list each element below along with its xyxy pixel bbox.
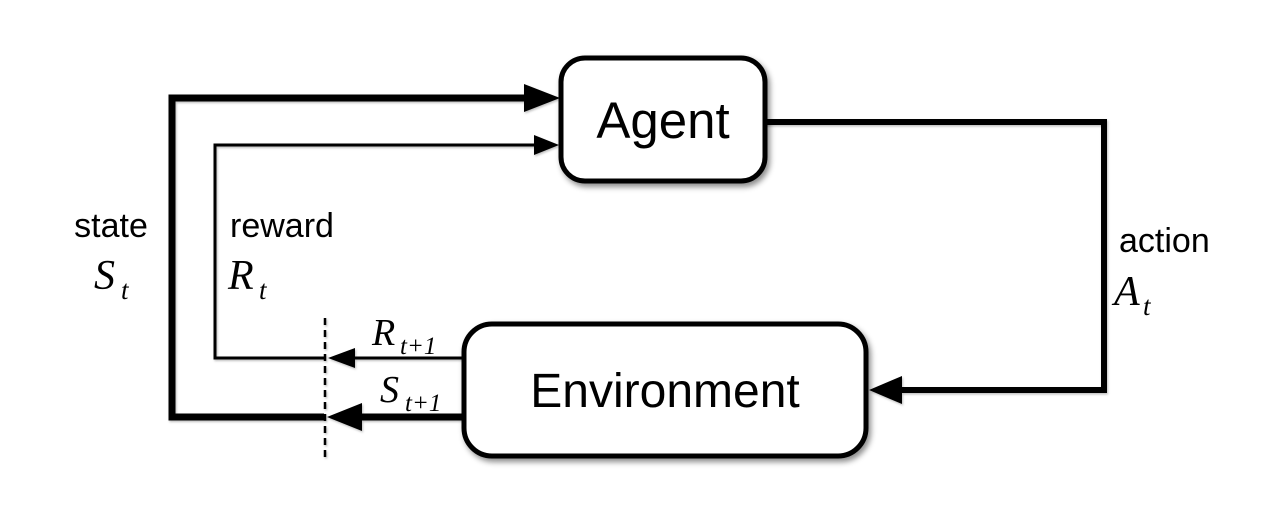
state-word-label: state — [74, 207, 148, 245]
reward-to-agent-arrowhead — [534, 135, 559, 155]
environment-box-label: Environment — [530, 365, 799, 418]
action-symbol-subscript: t — [1143, 291, 1152, 321]
next-state-symbol: S — [380, 369, 399, 411]
action-word-label: action — [1119, 222, 1210, 260]
environment-box — [461, 321, 869, 459]
next-state-arrowhead — [327, 403, 362, 431]
action-to-environment-arrowhead — [869, 376, 902, 404]
state-symbol-subscript: t — [121, 275, 130, 305]
next-reward-symbol: R — [371, 312, 395, 354]
next-state-symbol-subscript: t+1 — [405, 390, 441, 417]
action-loop-line — [763, 119, 1107, 393]
agent-box-label: Agent — [596, 92, 729, 149]
state-loop-line — [168, 94, 528, 421]
action-symbol: A — [1111, 269, 1140, 315]
next-reward-symbol-subscript: t+1 — [400, 333, 436, 360]
next-reward-arrowhead — [328, 348, 355, 368]
reward-loop-line — [213, 143, 536, 360]
agent-box — [558, 55, 768, 184]
state-to-agent-arrowhead — [524, 84, 560, 112]
reward-symbol: R — [227, 253, 254, 299]
state-symbol: S — [94, 253, 115, 299]
reward-word-label: reward — [230, 207, 334, 245]
reward-symbol-subscript: t — [259, 275, 268, 305]
